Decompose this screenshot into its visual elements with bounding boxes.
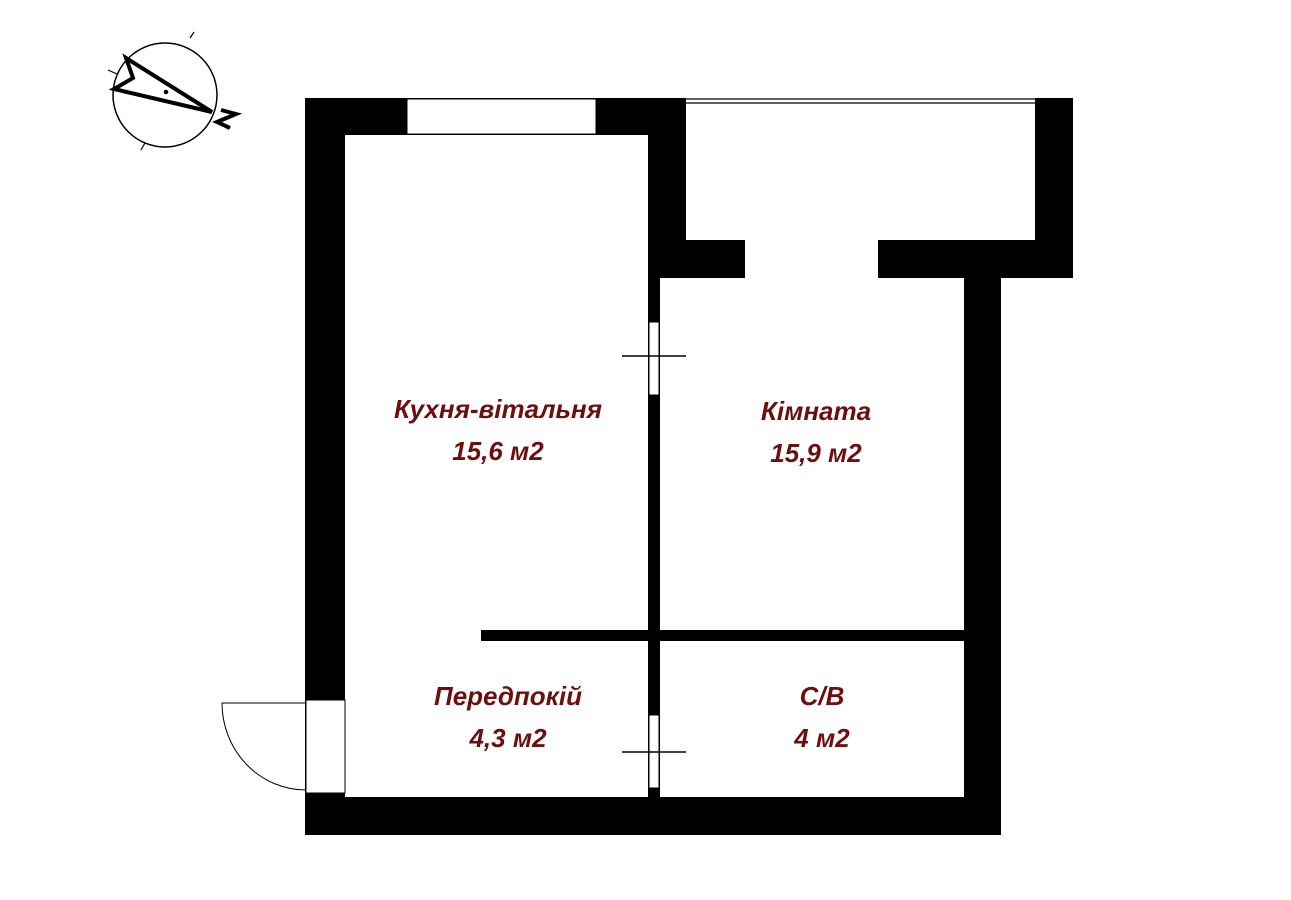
balcony-glazing [686, 98, 1035, 104]
window [406, 98, 597, 135]
room-labels: Кухня-вітальня 15,6 м2 Кімната 15,9 м2 П… [394, 394, 871, 753]
room-name-hallway: Передпокій [434, 681, 582, 711]
entrance-door [221, 699, 346, 794]
room-area-hallway: 4,3 м2 [468, 723, 547, 753]
room-area-room: 15,9 м2 [770, 438, 862, 468]
room-name-kitchen-living: Кухня-вітальня [394, 394, 602, 424]
door-kitchen-room [622, 321, 686, 396]
room-area-kitchen-living: 15,6 м2 [452, 436, 544, 466]
room-name-room: Кімната [761, 396, 871, 426]
door-bathroom [622, 714, 686, 789]
walls [305, 98, 1073, 835]
room-area-bathroom: 4 м2 [793, 723, 850, 753]
room-name-bathroom: С/В [800, 681, 845, 711]
north-arrow-icon [107, 31, 243, 151]
